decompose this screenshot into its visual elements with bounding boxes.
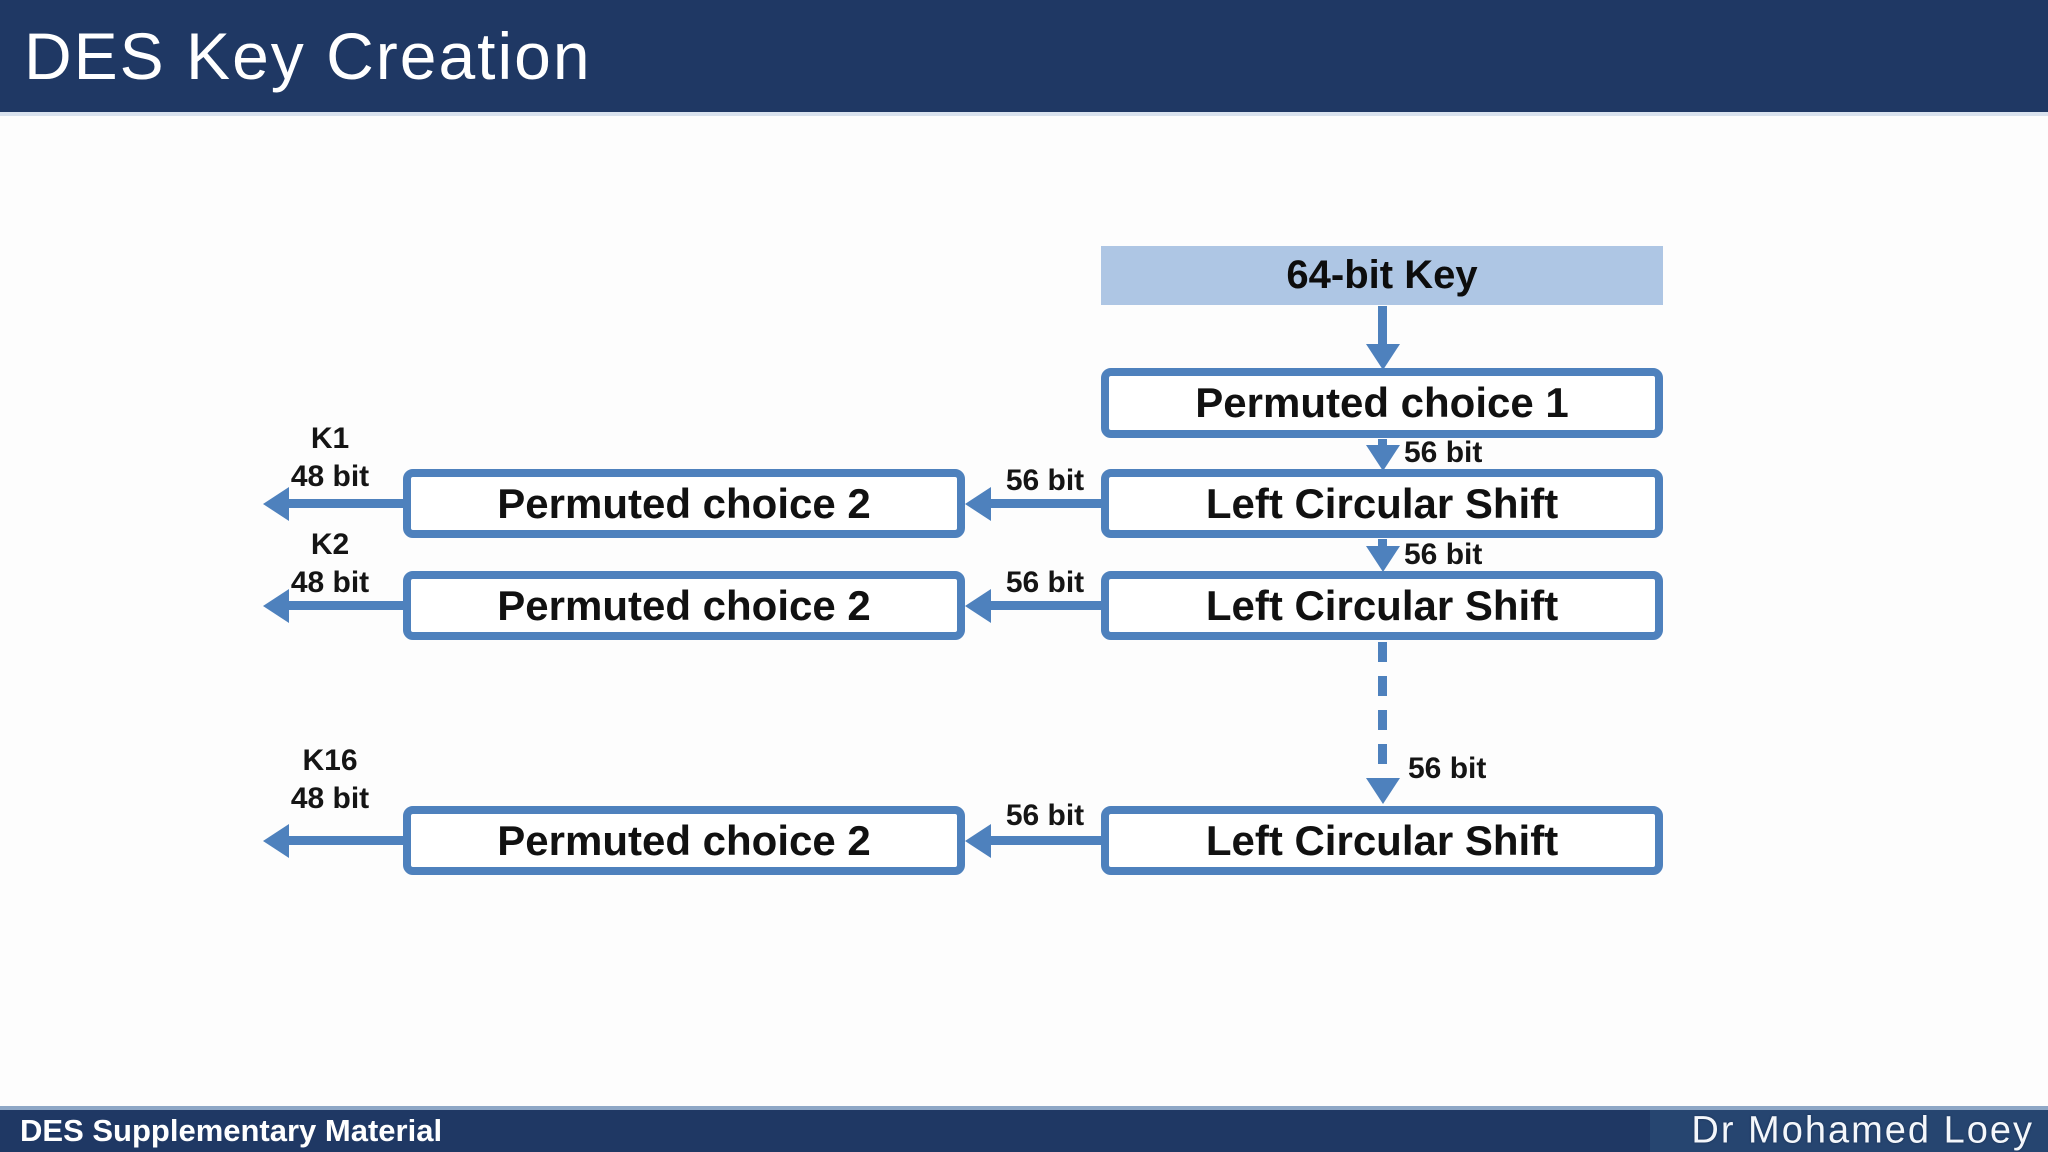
- bits-label: 56 bit: [1005, 799, 1085, 832]
- key-64bit-box: 64-bit Key: [1101, 246, 1663, 305]
- key-name: K2: [310, 528, 350, 561]
- left-circular-shift-box-row2: Left Circular Shift: [1101, 571, 1663, 640]
- key-64bit-label: 64-bit Key: [1286, 253, 1478, 297]
- left-circular-shift-box-row3: Left Circular Shift: [1101, 806, 1663, 875]
- arrow-head-left-icon: [263, 589, 289, 623]
- key-output-labels-k1: K1 48 bit: [272, 422, 388, 494]
- arrow-head-down-icon: [1366, 778, 1400, 804]
- bits-label: 56 bit: [1408, 752, 1487, 785]
- permuted-choice-2-box-row2: Permuted choice 2: [403, 571, 965, 640]
- arrow-head-down-icon: [1366, 445, 1400, 471]
- bits-label: 56 bit: [1404, 436, 1483, 469]
- key-output-labels-k16: K16 48 bit: [272, 744, 388, 816]
- permuted-choice-2-box-row1: Permuted choice 2: [403, 469, 965, 538]
- arrow-head-down-icon: [1366, 344, 1400, 370]
- arrow-shaft: [991, 836, 1101, 845]
- arrow-shaft: [991, 601, 1101, 610]
- key-name: K16: [302, 744, 358, 777]
- permuted-choice-1-box: Permuted choice 1: [1101, 368, 1663, 438]
- arrow-head-left-icon: [965, 824, 991, 858]
- key-bits: 48 bit: [290, 782, 370, 815]
- arrow-shaft: [1378, 539, 1387, 549]
- arrow-head-left-icon: [965, 487, 991, 521]
- bits-label: 56 bit: [1404, 538, 1483, 571]
- left-circular-shift-box-row1: Left Circular Shift: [1101, 469, 1663, 538]
- footer-left-text: DES Supplementary Material: [20, 1113, 443, 1148]
- key-name: K1: [310, 422, 350, 455]
- key-bits: 48 bit: [290, 460, 370, 493]
- footer-bar: DES Supplementary Material Dr Mohamed Lo…: [0, 1106, 2048, 1152]
- arrow-shaft: [991, 499, 1101, 508]
- arrow-head-left-icon: [965, 589, 991, 623]
- arrow-head-left-icon: [263, 824, 289, 858]
- arrow-shaft: [289, 499, 403, 508]
- permuted-choice-2-label: Permuted choice 2: [497, 581, 871, 629]
- permuted-choice-1-label: Permuted choice 1: [1195, 379, 1569, 426]
- arrow-shaft: [289, 601, 403, 610]
- left-circular-shift-label: Left Circular Shift: [1205, 816, 1559, 864]
- arrow-shaft: [1378, 439, 1387, 449]
- permuted-choice-2-label: Permuted choice 2: [497, 479, 871, 527]
- title-bar: DES Key Creation: [0, 0, 2048, 116]
- arrow-shaft: [1378, 306, 1387, 346]
- bits-label: 56 bit: [1005, 566, 1085, 599]
- dashed-arrow-shaft: [1378, 642, 1387, 778]
- permuted-choice-2-box-row3: Permuted choice 2: [403, 806, 965, 875]
- key-output-labels-k2: K2 48 bit: [272, 528, 388, 600]
- left-circular-shift-label: Left Circular Shift: [1205, 581, 1559, 629]
- key-bits: 48 bit: [290, 566, 370, 599]
- arrow-head-left-icon: [263, 487, 289, 521]
- bits-label: 56 bit: [1005, 464, 1085, 497]
- permuted-choice-2-label: Permuted choice 2: [497, 816, 871, 864]
- page-title: DES Key Creation: [24, 19, 592, 93]
- footer-author-text: Dr Mohamed Loey: [1691, 1109, 2034, 1152]
- arrow-head-down-icon: [1366, 546, 1400, 572]
- footer-accent-box: [1650, 1110, 2048, 1152]
- arrow-shaft: [289, 836, 403, 845]
- left-circular-shift-label: Left Circular Shift: [1205, 479, 1559, 527]
